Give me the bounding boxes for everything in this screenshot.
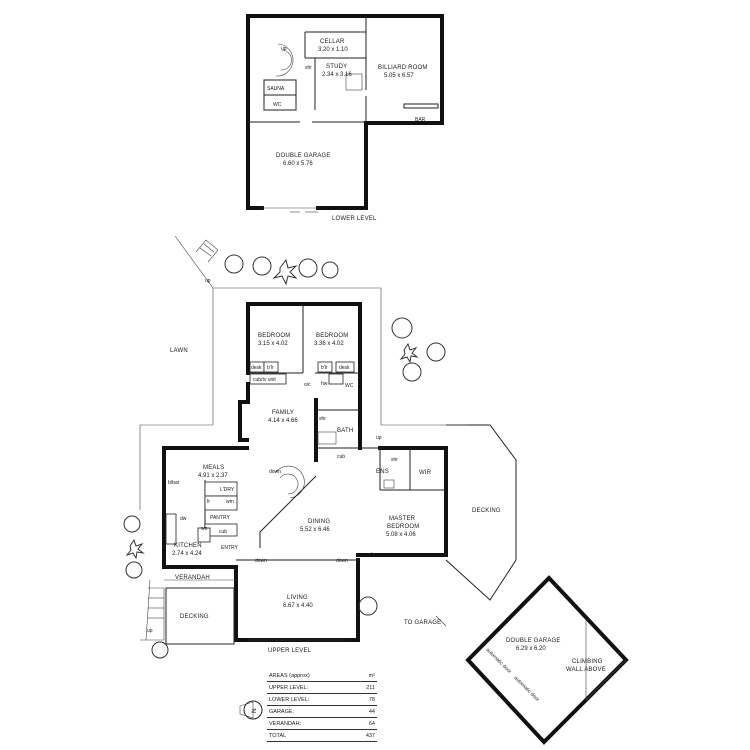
garage-door-label-1: automatic door xyxy=(485,647,513,675)
upper-wc-label: WC xyxy=(345,383,354,389)
upper-level-caption: UPPER LEVEL xyxy=(268,648,312,654)
lower-billiard-label: BILLIARD ROOM xyxy=(378,65,428,71)
down-label-2: down xyxy=(255,558,267,564)
blr1-label: b'lr xyxy=(267,365,274,371)
areas-unit: m² xyxy=(351,670,377,682)
meals-dims: 4.91 x 2.37 xyxy=(198,473,228,479)
cubtv-label: cub/tv unit xyxy=(253,377,276,383)
upper-level-plan xyxy=(139,235,517,645)
family-dims: 4.14 x 4.66 xyxy=(268,418,298,424)
compass-letter: N xyxy=(251,708,258,713)
climbing-label: CLIMBING xyxy=(572,659,603,665)
blr2-label: b'lr xyxy=(321,365,328,371)
wm-label: wm xyxy=(226,499,234,505)
up-label-3: up xyxy=(147,628,153,634)
cub-label-1: cub xyxy=(337,454,345,460)
lower-cellar-label: CELLAR xyxy=(320,39,345,45)
garage-name-label: DOUBLE GARAGE xyxy=(506,638,561,644)
master-label-2: BEDROOM xyxy=(387,524,419,530)
cub-label-2: cub xyxy=(219,529,227,535)
bedroom1-label: BEDROOM xyxy=(258,333,290,339)
area-label: TOTAL xyxy=(267,729,352,742)
garage-door-label-2: automatic door xyxy=(513,675,541,703)
detached-garage xyxy=(465,575,629,745)
lower-study-dims: 2.34 x 3.16 xyxy=(322,72,352,78)
area-label: UPPER LEVEL: xyxy=(267,681,352,694)
lower-sauna-label: SAUNA xyxy=(267,86,285,92)
lower-shr-label: shr xyxy=(305,65,312,71)
climbing-label-2: WALL ABOVE xyxy=(566,667,606,673)
lower-up-label: up xyxy=(281,46,287,52)
table-row: UPPER LEVEL: 211 xyxy=(267,681,377,694)
dw-label: dw xyxy=(180,516,187,522)
family-label: FAMILY xyxy=(272,410,294,416)
pantry-label: PANTRY xyxy=(210,515,230,521)
lower-level-caption: LOWER LEVEL xyxy=(332,216,377,222)
desk1-label: desk xyxy=(251,365,262,371)
lawn-label: LAWN xyxy=(170,348,188,354)
lower-billiard-dims: 5.05 x 6.57 xyxy=(384,73,414,79)
table-row: GARAGE: 44 xyxy=(267,705,377,718)
bedroom1-dims: 3.15 x 4.02 xyxy=(258,341,288,347)
table-row: LOWER LEVEL: 78 xyxy=(267,693,377,706)
lower-garage-label: DOUBLE GARAGE xyxy=(276,153,331,159)
landscape-trees xyxy=(123,254,446,659)
area-value: 211 xyxy=(351,681,377,694)
to-garage-label: TO GARAGE xyxy=(404,620,441,626)
area-value: 437 xyxy=(351,729,377,742)
verandah-label: VERANDAH xyxy=(175,575,210,581)
area-value: 64 xyxy=(351,717,377,730)
bath-label: BATH xyxy=(337,428,353,434)
wo-label: wo xyxy=(201,526,208,532)
master-dims: 5.08 x 4.06 xyxy=(386,532,416,538)
garage-dims-label: 6.29 x 6.20 xyxy=(516,646,546,652)
area-label: VERANDAH: xyxy=(267,717,352,730)
table-row: VERANDAH: 64 xyxy=(267,717,377,730)
living-dims: 6.67 x 4.40 xyxy=(283,603,313,609)
wir-label: WIR xyxy=(419,470,432,476)
lower-level-plan xyxy=(246,14,444,213)
lower-cellar-dims: 3.20 x 1.10 xyxy=(318,47,348,53)
bbar-label: b/bar xyxy=(168,480,180,486)
area-label: LOWER LEVEL: xyxy=(267,693,352,706)
ens-label: ENS xyxy=(376,469,389,475)
shr-label: shr xyxy=(319,416,326,422)
down-label-3: down xyxy=(336,558,348,564)
entry-label: ENTRY xyxy=(221,545,239,551)
bedroom2-dims: 3.36 x 4.02 xyxy=(314,341,344,347)
areas-table: AREAS (approx) m² UPPER LEVEL: 211 LOWER… xyxy=(267,670,377,742)
dining-label: DINING xyxy=(308,519,330,525)
fr-label: fr xyxy=(207,499,210,505)
kitchen-dims: 2.74 x 4.24 xyxy=(172,551,202,557)
ldry-label: L'DRY xyxy=(220,487,235,493)
area-value: 44 xyxy=(351,705,377,718)
table-row: TOTAL 437 xyxy=(267,729,377,742)
up-label-2: up xyxy=(376,435,382,441)
living-label: LIVING xyxy=(287,595,308,601)
decking-left-label: DECKING xyxy=(180,614,209,620)
down-label-1: down xyxy=(269,469,281,475)
oc2-label: o/c xyxy=(368,552,375,558)
up-label-1: up xyxy=(205,278,211,284)
area-label: GARAGE: xyxy=(267,705,352,718)
master-label: MASTER xyxy=(389,516,416,522)
lower-wc-label: WC xyxy=(273,102,282,108)
dining-dims: 5.52 x 6.46 xyxy=(300,527,330,533)
shr2-label: shr xyxy=(391,457,398,463)
desk2-label: desk xyxy=(339,365,350,371)
hw-label: hw xyxy=(321,381,328,387)
lower-garage-dims: 6.60 x 5.76 xyxy=(283,161,313,167)
bedroom2-label: BEDROOM xyxy=(316,333,348,339)
kitchen-label: KITCHEN xyxy=(174,543,202,549)
area-value: 78 xyxy=(351,693,377,706)
compass-rose: N xyxy=(239,700,263,720)
lower-bar-label: BAR xyxy=(415,117,426,123)
meals-label: MEALS xyxy=(203,465,224,471)
areas-title: AREAS (approx) xyxy=(267,670,352,682)
lower-study-label: STUDY xyxy=(326,64,347,70)
decking-right-label: DECKING xyxy=(472,508,501,514)
oc1-label: o/c xyxy=(304,382,311,388)
